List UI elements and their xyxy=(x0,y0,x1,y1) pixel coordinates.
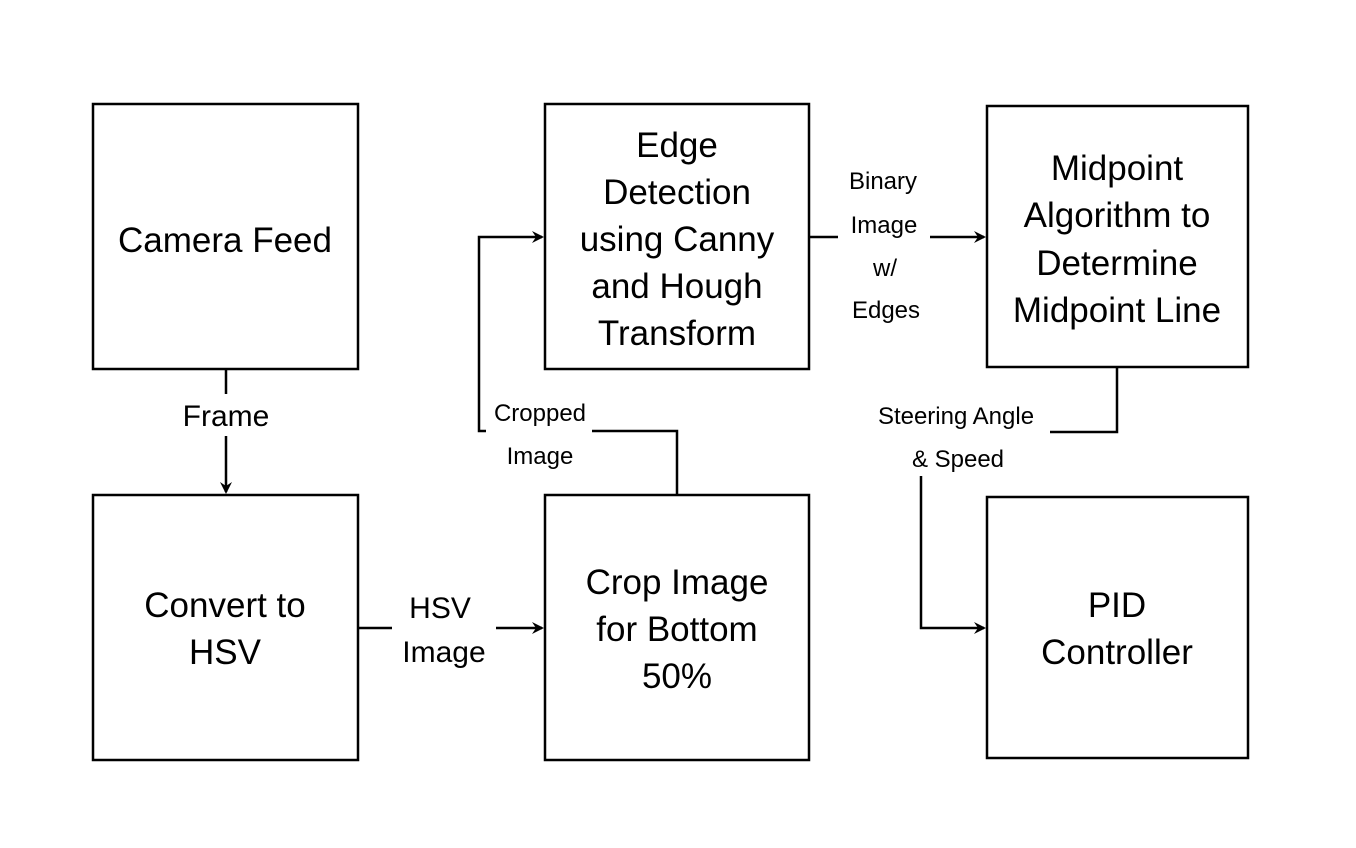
node-crop-image-line-3: 50% xyxy=(642,657,712,696)
node-crop-image: Crop Image for Bottom 50% xyxy=(543,493,811,762)
edge-label-steering: Steering Angle & Speed xyxy=(864,398,1050,476)
edge-label-steering-line-2: & Speed xyxy=(912,446,1004,473)
edge-label-hsv-image-line-1: HSV xyxy=(409,592,471,625)
edge-label-steering-line-1: Steering Angle xyxy=(878,403,1034,430)
edge-label-binary-image-line-3: w/ xyxy=(872,255,897,282)
node-midpoint-line-1: Midpoint xyxy=(1051,149,1184,188)
node-convert-hsv-line-1: Convert to xyxy=(144,586,305,625)
node-edge-detection-line-5: Transform xyxy=(598,314,756,353)
edge-label-cropped-image-line-2: Image xyxy=(507,443,574,470)
node-midpoint-line-4: Midpoint Line xyxy=(1013,291,1221,330)
node-edge-detection: Edge Detection using Canny and Hough Tra… xyxy=(543,102,811,371)
node-camera-feed-line-1: Camera Feed xyxy=(118,221,332,260)
edge-cropped-image xyxy=(477,231,679,495)
edge-label-hsv-image-line-2: Image xyxy=(402,636,485,669)
node-pid-controller-line-1: PID xyxy=(1088,586,1146,625)
node-pid-controller: PID Controller xyxy=(985,495,1250,760)
node-edge-detection-line-2: Detection xyxy=(603,173,751,212)
edge-label-binary-image-line-4: Edges xyxy=(852,297,920,324)
node-midpoint-line-3: Determine xyxy=(1036,244,1197,283)
edge-label-frame-line-1: Frame xyxy=(183,400,270,433)
edge-label-binary-image-line-2: Image xyxy=(851,212,918,239)
node-edge-detection-line-4: and Hough xyxy=(591,267,762,306)
edge-label-binary-image-line-1: Binary xyxy=(849,168,917,195)
node-crop-image-line-2: for Bottom xyxy=(596,610,757,649)
node-crop-image-line-1: Crop Image xyxy=(586,563,769,602)
node-camera-feed: Camera Feed xyxy=(91,102,360,371)
edge-label-cropped-image: Cropped Image xyxy=(486,396,592,472)
edge-label-hsv-image: HSV Image xyxy=(392,586,496,672)
node-pid-controller-line-2: Controller xyxy=(1041,633,1193,672)
node-edge-detection-line-3: using Canny xyxy=(580,220,775,259)
node-convert-hsv: Convert to HSV xyxy=(91,493,360,762)
node-convert-hsv-line-2: HSV xyxy=(189,633,262,672)
edge-label-frame: Frame xyxy=(172,394,280,436)
edge-label-binary-image: Binary Image w/ Edges xyxy=(838,162,930,324)
node-midpoint: Midpoint Algorithm to Determine Midpoint… xyxy=(985,104,1250,369)
node-edge-detection-line-1: Edge xyxy=(636,126,718,165)
node-midpoint-line-2: Algorithm to xyxy=(1024,196,1211,235)
edge-label-cropped-image-line-1: Cropped xyxy=(494,400,586,427)
